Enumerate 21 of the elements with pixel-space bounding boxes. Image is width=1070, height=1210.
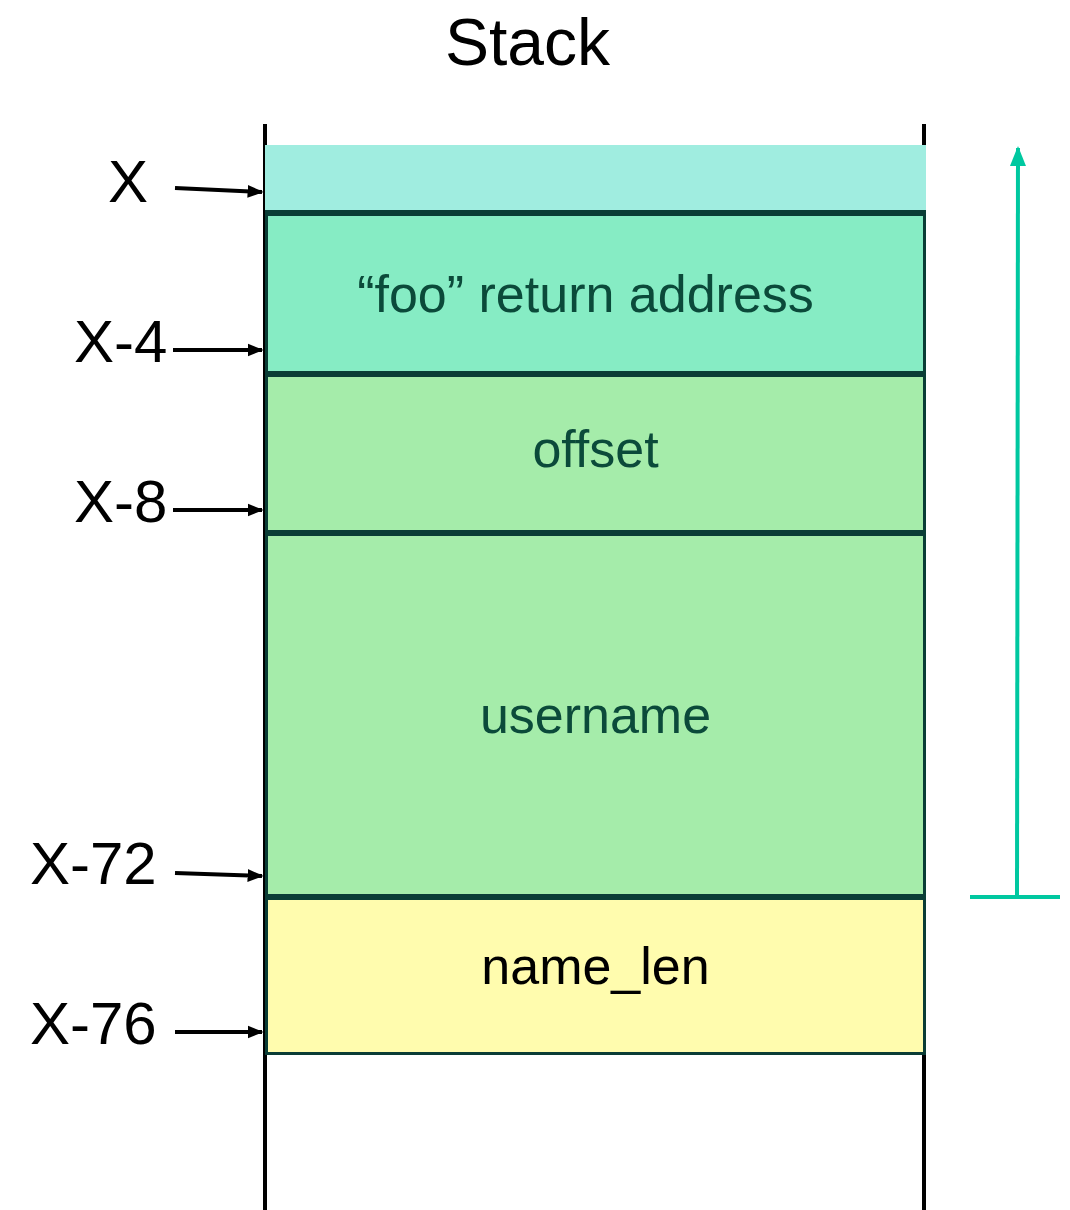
- cell-label: username: [479, 685, 712, 745]
- pointer-arrow: [173, 343, 264, 357]
- stack-frame-cell: [263, 1055, 926, 1210]
- cell-label: name_len: [481, 936, 710, 996]
- diagram-title: Stack: [445, 8, 611, 76]
- pointer-arrow: [173, 503, 264, 517]
- address-label: X-8: [74, 472, 168, 532]
- address-label: X-4: [74, 312, 168, 372]
- stack-frame-cell: [265, 533, 926, 897]
- stack-frame-cell: [265, 897, 926, 1055]
- address-label: X-72: [30, 834, 157, 894]
- stack-frame-cell: [265, 213, 926, 374]
- cell-label: offset: [532, 419, 659, 479]
- pointer-arrow: [174, 184, 264, 198]
- pointer-arrow: [175, 1025, 264, 1039]
- pointer-arrow: [174, 869, 264, 882]
- stack-frame-cell: [265, 374, 926, 533]
- cell-label: “foo” return address: [357, 263, 814, 324]
- address-label: X-76: [30, 994, 157, 1054]
- address-label: X: [108, 152, 149, 212]
- stack-frame-cell: [265, 145, 926, 213]
